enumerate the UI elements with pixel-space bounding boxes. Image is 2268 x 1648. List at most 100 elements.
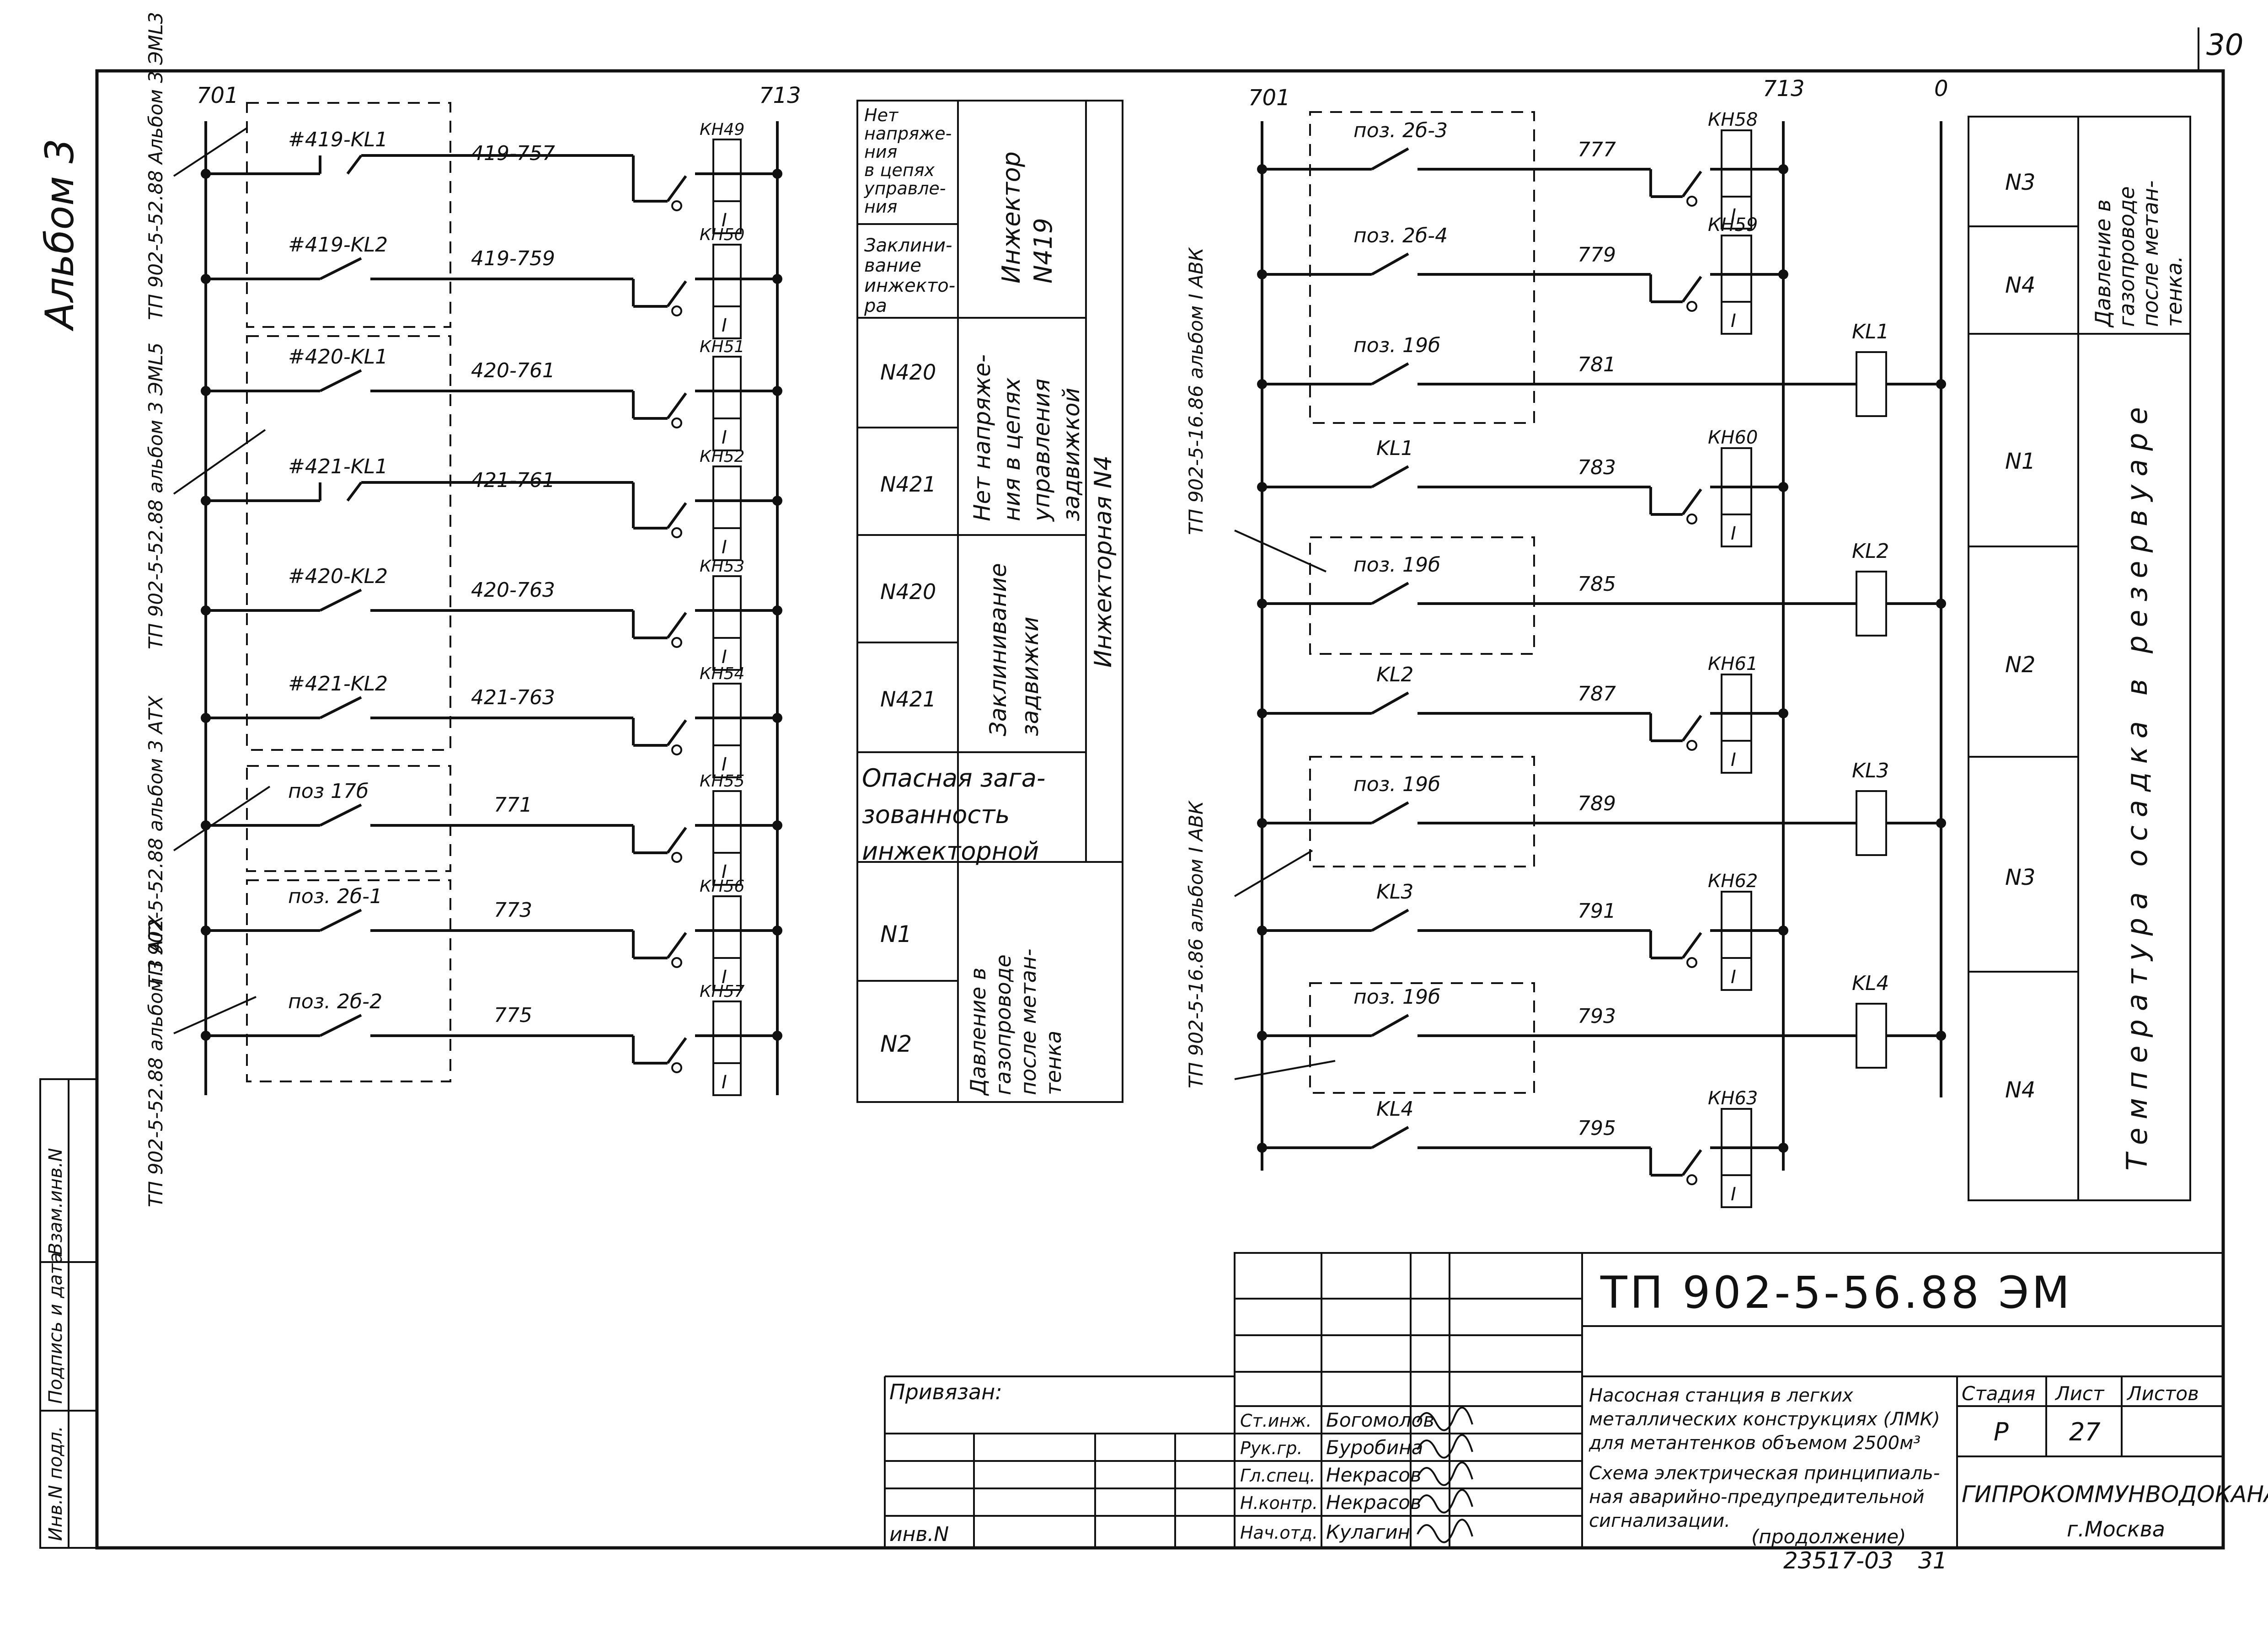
stamp-privyazan: Привязан: bbox=[889, 1380, 1002, 1404]
contact-label: поз. 2б-3 bbox=[1353, 119, 1448, 142]
no-voltage-injector-text: ния bbox=[864, 142, 897, 162]
stamp-role: Рук.гр. bbox=[1240, 1438, 1303, 1458]
table-n3: N3 bbox=[2005, 170, 2035, 195]
injector-jam-text: инжекто- bbox=[864, 275, 955, 296]
left-ladder: 701 713 I#419-KL1419-757КН49I#419-KL2419… bbox=[144, 12, 801, 1207]
relay-coil bbox=[712, 466, 742, 561]
stamp-sheet: 27 bbox=[2069, 1418, 2101, 1446]
table-n1: N1 bbox=[2005, 449, 2035, 474]
wire-number: 777 bbox=[1578, 138, 1616, 161]
stamp-role: Нач.отд. bbox=[1240, 1523, 1318, 1543]
wire-number: 793 bbox=[1578, 1005, 1616, 1028]
gas-n2: N2 bbox=[880, 1031, 912, 1057]
relay-coil bbox=[1721, 891, 1752, 991]
stamp-name: Некрасов bbox=[1326, 1464, 1422, 1486]
side-stamp: Инв.N подл. Подпись и дата Взам.инв.N bbox=[39, 1078, 98, 1549]
stamp-city: г.Москва bbox=[2067, 1517, 2165, 1541]
contact-label: поз. 19б bbox=[1353, 334, 1440, 357]
relay-coil bbox=[1721, 129, 1752, 230]
relay-label: КН56 bbox=[700, 877, 744, 896]
contact-label: #421-KL1 bbox=[288, 455, 388, 478]
relay-coil-mark: I bbox=[722, 315, 727, 336]
relay-coil bbox=[1721, 447, 1752, 547]
valve-no-voltage-text: задвижкой bbox=[1058, 388, 1085, 521]
relay-label: КН52 bbox=[700, 447, 744, 466]
wire-number: 787 bbox=[1578, 682, 1616, 706]
wire-number: 775 bbox=[494, 1004, 532, 1027]
wire-number: 773 bbox=[494, 899, 532, 922]
table-n4-b: N4 bbox=[2005, 1077, 2035, 1103]
left-bus-701-label: 701 bbox=[197, 83, 239, 108]
relay-coil-mark: I bbox=[722, 754, 727, 775]
sheet-title-line: Схема электрическая принципиаль- bbox=[1589, 1463, 1940, 1484]
relay-coil-mark: I bbox=[1731, 967, 1736, 988]
contact-label: поз. 19б bbox=[1353, 773, 1440, 796]
right-bus-0-label: 0 bbox=[1934, 76, 1948, 102]
relay-label: КН53 bbox=[700, 557, 744, 576]
contact-label: KL3 bbox=[1376, 880, 1413, 904]
wire-number: 419-757 bbox=[471, 142, 555, 165]
page-number: 30 bbox=[2206, 28, 2243, 62]
wire-number: 795 bbox=[1578, 1117, 1616, 1140]
relay-label: КН57 bbox=[700, 982, 745, 1001]
relay-coil bbox=[1856, 351, 1887, 417]
relay-coil bbox=[712, 790, 742, 886]
relay-coil bbox=[712, 683, 742, 778]
relay-coil bbox=[1721, 1108, 1752, 1208]
valve-no-voltage-text: управления bbox=[1028, 379, 1055, 522]
wire-number: 783 bbox=[1578, 456, 1616, 479]
wire-number: 779 bbox=[1578, 243, 1616, 267]
stamp-stage: Р bbox=[1994, 1418, 2009, 1446]
injector-n420: N420 bbox=[880, 360, 936, 385]
no-voltage-injector-text: ния bbox=[864, 197, 897, 217]
relay-coil-mark: I bbox=[1731, 205, 1736, 226]
relay-coil-mark: I bbox=[722, 861, 727, 883]
signature bbox=[1417, 1461, 1473, 1486]
relay-coil-mark: I bbox=[722, 537, 727, 558]
relay-label: КН55 bbox=[700, 772, 744, 791]
injector-n420-b: N420 bbox=[880, 579, 936, 604]
relay-coil-mark: I bbox=[1731, 749, 1736, 770]
wire-number: 791 bbox=[1578, 899, 1616, 923]
gas-danger-text: Опасная зага- bbox=[862, 764, 1045, 792]
relay-label: КН60 bbox=[1708, 427, 1758, 448]
valve-no-voltage-text: ния в цепях bbox=[999, 378, 1025, 521]
gas-pressure-text: после метан- bbox=[1016, 949, 1041, 1096]
injector-jam-text: вание bbox=[864, 255, 921, 276]
contact-label: #419-KL2 bbox=[288, 233, 388, 257]
relay-label: КН54 bbox=[700, 664, 744, 683]
wire-number: 421-763 bbox=[471, 686, 555, 709]
contact-label: поз. 2б-4 bbox=[1353, 224, 1448, 247]
relay-label: КН58 bbox=[1708, 109, 1758, 130]
wire-number: 771 bbox=[494, 793, 532, 817]
stamp-name: Буробина bbox=[1326, 1436, 1423, 1459]
relay-label: KL3 bbox=[1852, 759, 1889, 782]
right-bus-701-label: 701 bbox=[1248, 85, 1290, 111]
left-ref-1: ТП 902-5-52.88 Альбом 3 ЭМL3 bbox=[144, 12, 167, 320]
relay-label: КН63 bbox=[1708, 1088, 1758, 1109]
contact-label: #420-KL2 bbox=[288, 565, 388, 588]
stamp-name: Некрасов bbox=[1326, 1491, 1422, 1514]
pressure-text: Давление в bbox=[2091, 199, 2115, 328]
relay-label: КН62 bbox=[1708, 871, 1758, 892]
relay-coil bbox=[1856, 1003, 1887, 1069]
left-ref-4: ТП 902-5-52.88 альбом 3 АТХ bbox=[144, 915, 167, 1207]
contact-label: поз 17б bbox=[288, 780, 369, 803]
gas-danger-text: инжекторной bbox=[862, 837, 1039, 866]
right-ref-1: ТП 902-5-16.86 альбом I АВК bbox=[1185, 246, 1207, 535]
pressure-text: после метан- bbox=[2138, 181, 2163, 327]
left-ref-3: ТП 902-5-52.88 альбом 3 АТХ bbox=[144, 695, 167, 988]
relay-coil-mark: I bbox=[722, 967, 727, 988]
relay-label: КН59 bbox=[1708, 214, 1758, 235]
stamp-stage-header: Стадия bbox=[1962, 1382, 2035, 1405]
signature bbox=[1417, 1489, 1473, 1514]
signature bbox=[1417, 1407, 1473, 1431]
contact-label: #421-KL2 bbox=[288, 672, 388, 696]
project-title-line: Насосная станция в легких bbox=[1589, 1385, 1853, 1406]
stamp-name: Кулагин bbox=[1326, 1521, 1410, 1543]
relay-label: КН49 bbox=[700, 120, 744, 139]
